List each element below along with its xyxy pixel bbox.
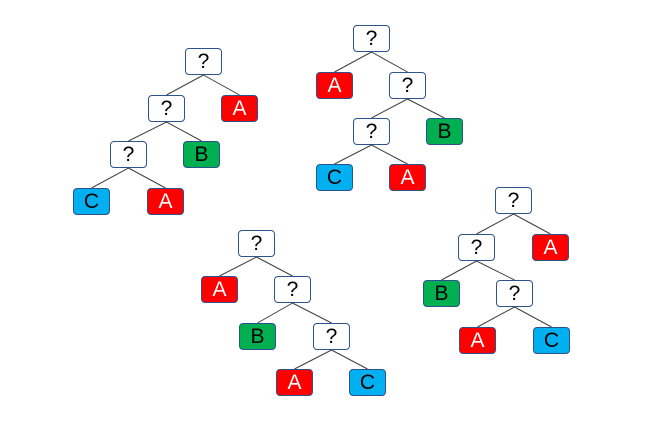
tree-4-unknown-node: ?	[458, 234, 495, 261]
tree-2-root-unknown-node: ?	[353, 25, 390, 52]
tree-3-leaf-c: C	[349, 369, 386, 396]
tree-edge	[166, 121, 202, 142]
tree-edge	[477, 306, 515, 328]
tree-1-leaf-a: A	[221, 95, 258, 122]
tree-2-leaf-b: B	[426, 118, 463, 145]
tree-edge	[128, 167, 166, 189]
tree-edge	[476, 260, 515, 281]
tree-edge	[166, 74, 204, 96]
tree-edge	[371, 51, 408, 73]
tree-edge	[292, 302, 332, 324]
tree-4-leaf-a: A	[459, 327, 496, 354]
tree-edge	[334, 144, 372, 165]
tree-4-leaf-c: C	[533, 327, 570, 354]
tree-1-leaf-b: B	[183, 141, 220, 168]
tree-3-unknown-node: ?	[313, 323, 350, 350]
tree-4-leaf-a: A	[532, 234, 569, 261]
tree-edge	[476, 213, 514, 235]
tree-3-unknown-node: ?	[274, 276, 311, 303]
tree-edge	[257, 302, 293, 324]
tree-edge	[514, 306, 552, 328]
tree-edge	[219, 256, 257, 277]
tree-2-unknown-node: ?	[389, 72, 426, 99]
tree-edge	[128, 121, 167, 142]
tree-3-root-unknown-node: ?	[238, 230, 275, 257]
tree-1-leaf-c: C	[73, 188, 110, 215]
tree-edge	[407, 98, 445, 119]
tree-edge	[256, 256, 293, 277]
tree-4-leaf-b: B	[423, 280, 460, 307]
tree-edge	[203, 74, 240, 96]
tree-2-leaf-a: A	[389, 164, 426, 191]
tree-1-leaf-a: A	[147, 188, 184, 215]
tree-1-root-unknown-node: ?	[185, 48, 222, 75]
tree-2-leaf-c: C	[316, 164, 353, 191]
tree-edge	[371, 98, 408, 119]
tree-3-leaf-a: A	[201, 276, 238, 303]
tree-3-leaf-a: A	[276, 369, 313, 396]
tree-2-unknown-node: ?	[353, 118, 390, 145]
tree-edge	[513, 213, 551, 235]
tree-2-leaf-a: A	[316, 72, 353, 99]
tree-edge	[371, 144, 408, 165]
tree-edge	[334, 51, 372, 73]
tree-3-leaf-b: B	[239, 323, 276, 350]
tree-1-unknown-node: ?	[148, 95, 185, 122]
tree-4-root-unknown-node: ?	[495, 187, 532, 214]
tree-1-unknown-node: ?	[110, 141, 147, 168]
tree-edge	[91, 167, 129, 189]
tree-4-unknown-node: ?	[496, 280, 533, 307]
tree-edge	[441, 260, 477, 281]
tree-edge	[294, 349, 332, 370]
tree-edge	[331, 349, 368, 370]
